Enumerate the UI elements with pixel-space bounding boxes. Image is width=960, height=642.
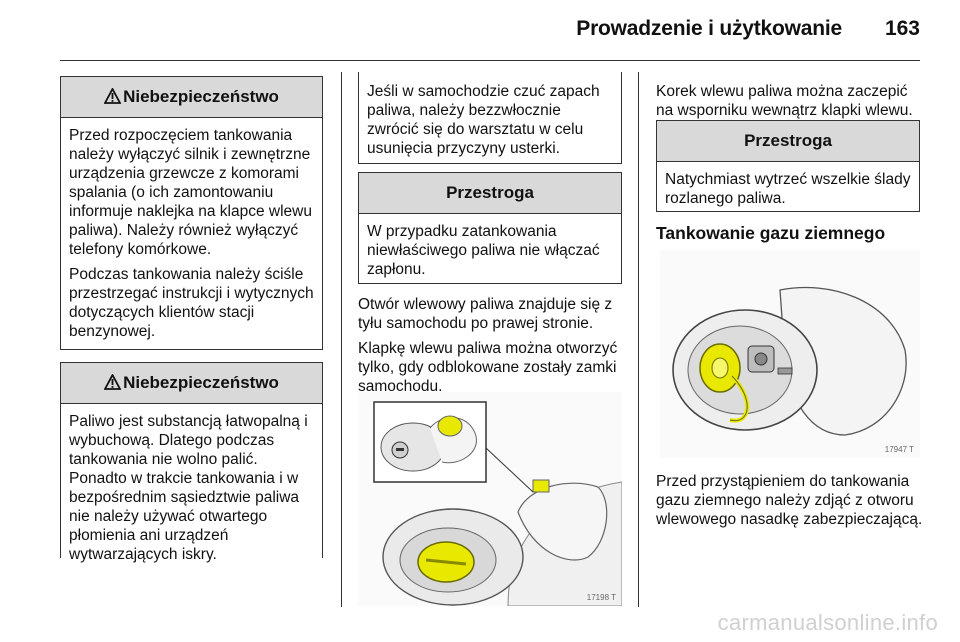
danger-box-continued: Jeśli w samochodzie czuć zapach paliwa, … bbox=[358, 72, 622, 164]
fuel-filler-figure: 17198 T bbox=[358, 392, 623, 607]
danger-box-body: Jeśli w samochodzie czuć zapach paliwa, … bbox=[367, 83, 600, 157]
danger-paragraph: Przed rozpoczęciem tankowania należy wył… bbox=[69, 127, 312, 258]
cng-filler-figure: 17947 T bbox=[660, 250, 920, 458]
column-separator bbox=[638, 72, 639, 607]
caution-box-spill: Przestroga Natychmiast wytrzeć wszelkie … bbox=[656, 120, 920, 212]
danger-paragraph: Podczas tankowania należy ściśle przestr… bbox=[69, 266, 314, 340]
danger-paragraph: Paliwo jest substancją łatwopalną i wybu… bbox=[69, 413, 308, 563]
caution-box-body: W przypadku zatankowania niewłaściwego p… bbox=[367, 223, 600, 278]
paragraph: Korek wlewu paliwa można zaczepić na wsp… bbox=[656, 83, 913, 119]
danger-box-body: Paliwo jest substancją łatwopalną i wybu… bbox=[61, 404, 322, 576]
warning-triangle-icon bbox=[104, 374, 122, 390]
danger-box-title: Niebezpieczeństwo bbox=[123, 87, 279, 106]
warning-triangle-icon bbox=[104, 88, 122, 104]
col2-text: Otwór wlewowy paliwa znajduje się z tyłu… bbox=[358, 295, 626, 402]
caution-box-body: Natychmiast wytrzeć wszelkie ślady rozla… bbox=[665, 171, 911, 207]
danger-box-title: Niebezpieczeństwo bbox=[123, 373, 279, 392]
watermark: carmanualsonline.info bbox=[717, 610, 938, 635]
header-rule bbox=[60, 60, 920, 61]
paragraph: Przed przystąpieniem do tankowania gazu … bbox=[656, 473, 923, 528]
figure-code: 17947 T bbox=[884, 445, 914, 454]
page-number: 163 bbox=[884, 17, 920, 40]
caution-box-header: Przestroga bbox=[657, 121, 919, 162]
cng-flap-illustration bbox=[660, 250, 920, 458]
danger-box-body: Przed rozpoczęciem tankowania należy wył… bbox=[61, 118, 322, 353]
danger-box-header: Niebezpieczeństwo bbox=[61, 77, 322, 118]
paragraph: Klapkę wlewu paliwa można otworzyć tylko… bbox=[358, 340, 618, 395]
caution-box-header: Przestroga bbox=[359, 173, 621, 214]
column-separator bbox=[341, 72, 342, 607]
section-subheading: Tankowanie gazu ziemnego bbox=[656, 223, 886, 243]
col3-intro: Korek wlewu paliwa można zaczepić na wsp… bbox=[656, 82, 924, 126]
caution-box-wrong-fuel: Przestroga W przypadku zatankowania niew… bbox=[358, 172, 622, 284]
page-header: Prowadzenie i użytkowanie 163 bbox=[0, 0, 960, 62]
figure-code: 17198 T bbox=[586, 593, 616, 602]
col3-cng-text: Przed przystąpieniem do tankowania gazu … bbox=[656, 472, 928, 535]
section-title: Prowadzenie i użytkowanie bbox=[576, 17, 842, 40]
danger-box-fuel: Niebezpieczeństwo Paliwo jest substancją… bbox=[60, 362, 323, 563]
danger-box-refueling: Niebezpieczeństwo Przed rozpoczęciem tan… bbox=[60, 76, 323, 350]
danger-box-header: Niebezpieczeństwo bbox=[61, 363, 322, 404]
fuel-flap-illustration bbox=[358, 392, 623, 607]
paragraph: Otwór wlewowy paliwa znajduje się z tyłu… bbox=[358, 296, 613, 332]
